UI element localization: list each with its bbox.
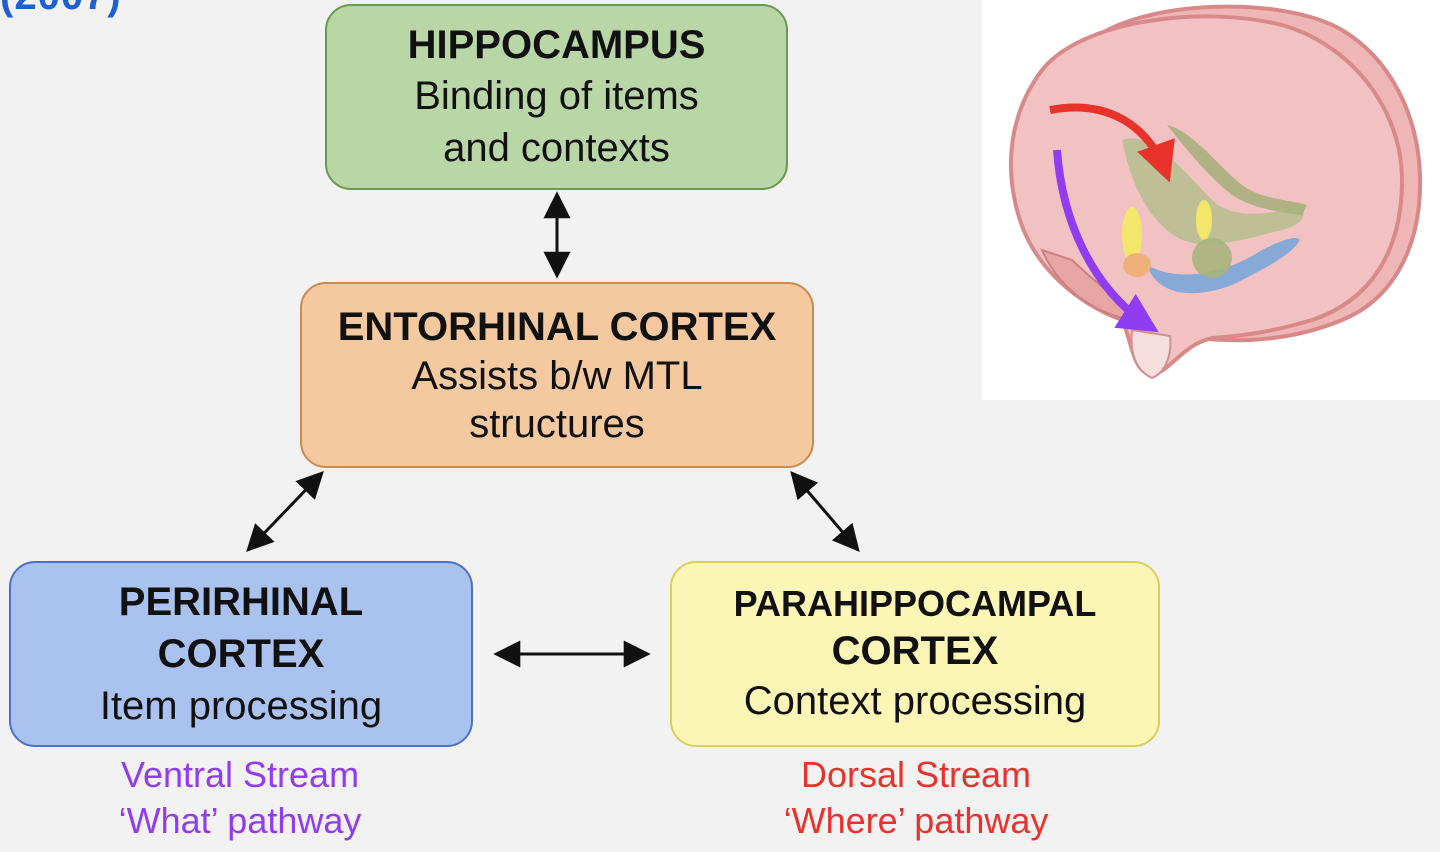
arrow-entorhinal-parahippocampal [790,470,860,553]
entorhinal-cortex-box: ENTORHINAL CORTEX Assists b/w MTL struct… [300,282,814,468]
dorsal-stream-arrow [1049,103,1175,183]
ventral-stream-label: Ventral Stream ‘What’ pathway [40,752,440,844]
parahippocampal-cortex-box: PARAHIPPOCAMPAL CORTEX Context processin… [670,561,1160,747]
entorhinal-desc-line2: structures [469,402,645,446]
brain-illustration-panel [982,0,1440,400]
parahippocampal-title-line2: CORTEX [831,629,999,673]
perirhinal-title-line2: CORTEX [157,632,325,676]
hippocampus-box: HIPPOCAMPUS Binding of items and context… [325,4,788,190]
perirhinal-cortex-box: PERIRHINAL CORTEX Item processing [9,561,473,747]
perirhinal-desc: Item processing [99,684,383,728]
dorsal-stream-label: Dorsal Stream ‘Where’ pathway [716,752,1116,844]
hippocampus-desc-line1: Binding of items [414,74,699,118]
dorsal-stream-line1: Dorsal Stream [800,754,1032,795]
hippocampus-desc-line2: and contexts [443,126,670,170]
entorhinal-desc-line1: Assists b/w MTL [411,354,703,398]
dorsal-stream-line2: ‘Where’ pathway [783,800,1049,841]
parahippocampal-desc: Context processing [743,679,1087,723]
blue-structure [1147,238,1300,294]
hippocampus-title: HIPPOCAMPUS [407,23,706,67]
yellow-structure-left [1122,207,1142,263]
perirhinal-title-line1: PERIRHINAL [118,580,364,624]
ventral-stream-line1: Ventral Stream [120,754,360,795]
arrow-entorhinal-perirhinal [246,471,324,552]
amygdala-structure [1192,238,1232,278]
ventral-stream-arrow [1053,149,1159,333]
citation-year: (2007) [0,0,122,19]
brain-stem-shape [1130,328,1172,380]
fornix-structure [1167,125,1307,215]
ventral-stream-line2: ‘What’ pathway [118,800,362,841]
brain-illustration [1008,4,1423,380]
entorhinal-title: ENTORHINAL CORTEX [337,305,777,349]
yellow-structure-right [1196,200,1212,240]
orange-structure [1123,253,1151,277]
parahippocampal-title-line1: PARAHIPPOCAMPAL [733,583,1097,624]
